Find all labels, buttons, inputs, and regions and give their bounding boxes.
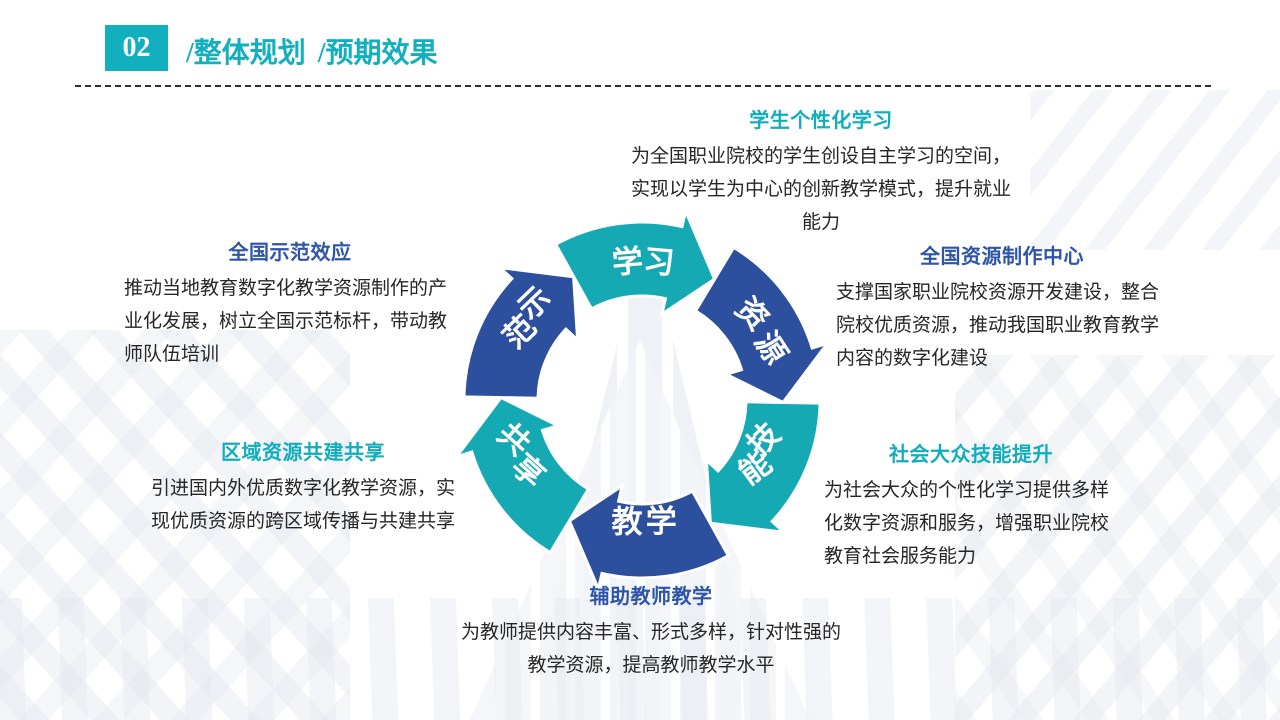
callout-body: 为社会大众的个性化学习提供多样化数字资源和服务，增强职业院校教育社会服务能力 [824, 480, 1110, 567]
callout-title: 社会大众技能提升 [889, 444, 1053, 466]
page-title: /整体规划/预期效果 [186, 34, 438, 74]
callout-title: 全国资源制作中心 [920, 246, 1084, 268]
callout-body: 为教师提供内容丰富、形式多样，针对性强的教学资源，提高教师教学水平 [460, 622, 841, 676]
dashed-divider [75, 85, 1211, 87]
section-number: 02 [122, 32, 151, 63]
callout-body: 支撑国家职业院校资源开发建设，整合院校优质资源，推动我国职业教育教学内容的数字化… [836, 282, 1160, 369]
cycle-label-char: 学 [646, 504, 677, 539]
callout-body: 引进国内外优质数字化教学资源，实现优质资源的跨区域传播与共建共享 [150, 478, 455, 532]
cycle-label-char: 学 [611, 243, 645, 281]
cycle-diagram: 学习资源技能教学共享示范 [452, 206, 832, 594]
callout-assist-teaching: 辅助教师教学 为教师提供内容丰富、形式多样，针对性强的教学资源，提高教师教学水平 [458, 584, 844, 682]
cycle-label-char: 教 [612, 505, 643, 540]
callout-title: 辅助教师教学 [589, 586, 713, 608]
cycle-label-char: 习 [642, 243, 676, 281]
callout-title: 学生个性化学习 [749, 110, 893, 132]
callout-body: 推动当地教育数字化教学资源制作的产业化发展，树立全国示范标杆，带动教师队伍培训 [124, 278, 448, 365]
cycle-segment-6: 示范 [462, 265, 580, 400]
cycle-segment-5: 共享 [452, 395, 591, 555]
callout-title: 全国示范效应 [228, 242, 352, 264]
callout-student-learning: 学生个性化学习 为全国职业院校的学生创设自主学习的空间，实现以学生为中心的创新教… [625, 108, 1017, 239]
callout-national-demo: 全国示范效应 推动当地教育数字化教学资源制作的产业化发展，树立全国示范标杆，带动… [124, 240, 456, 371]
callout-resource-center: 全国资源制作中心 支撑国家职业院校资源开发建设，整合院校优质资源，推动我国职业教… [836, 244, 1168, 375]
cycle-segment-3: 技能 [704, 400, 822, 535]
callout-body: 为全国职业院校的学生创设自主学习的空间，实现以学生为中心的创新教学模式，提升就业… [630, 146, 1011, 233]
callout-public-skills: 社会大众技能提升 为社会大众的个性化学习提供多样化数字资源和服务，增强职业院校教… [824, 442, 1118, 573]
cycle-segment-4: 教学 [567, 482, 731, 594]
callout-regional-sharing: 区域资源共建共享 引进国内外优质数字化教学资源，实现优质资源的跨区域传播与共建共… [148, 440, 458, 538]
page-title-part1: /整体规划 [186, 38, 306, 69]
callout-title: 区域资源共建共享 [221, 442, 385, 464]
cycle-segment-2: 资源 [693, 245, 832, 405]
section-number-badge: 02 [105, 25, 168, 71]
page-title-part2: /预期效果 [317, 38, 438, 69]
